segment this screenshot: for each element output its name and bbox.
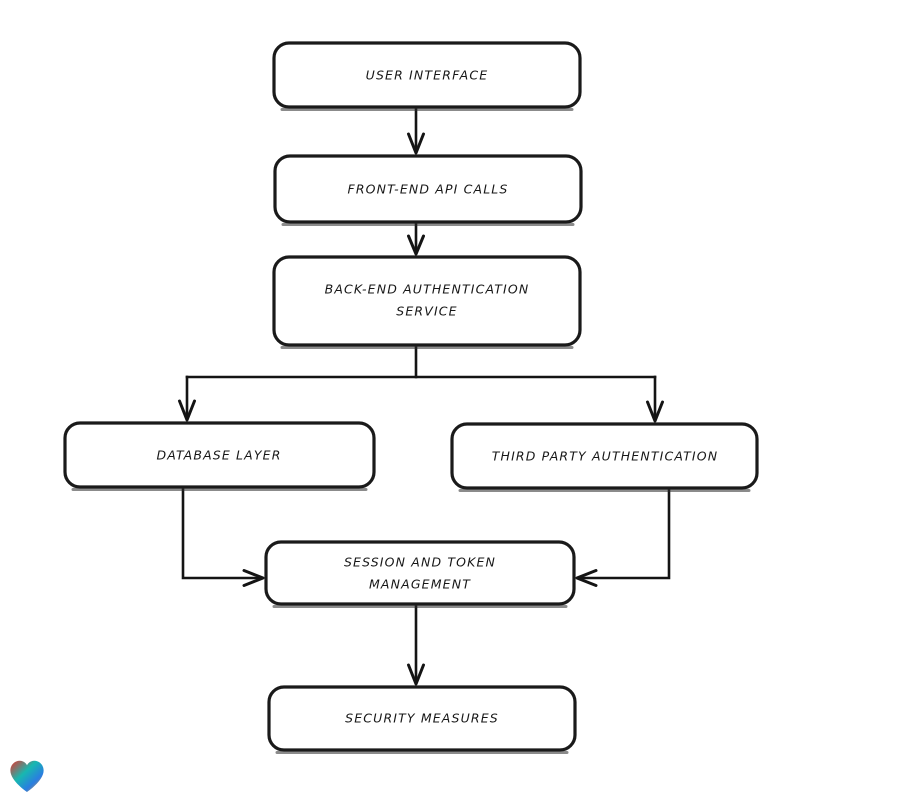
node-back-end-authentication-service[interactable]: BACK-END AUTHENTICATION SERVICE <box>272 255 582 349</box>
node-label-session-and-token-management-line2: MANAGEMENT <box>369 577 471 592</box>
edge-session-to-security <box>407 602 425 686</box>
edge-backend-branch-bus <box>185 343 657 379</box>
edge-backend-to-thirdparty <box>646 375 664 423</box>
edge-ui-to-api <box>407 105 425 155</box>
edge-thirdparty-to-session <box>575 486 671 587</box>
node-label-user-interface: USER INTERFACE <box>366 68 489 83</box>
node-front-end-api-calls[interactable]: FRONT-END API CALLS <box>273 154 583 226</box>
node-user-interface[interactable]: USER INTERFACE <box>272 41 582 111</box>
node-label-back-end-authentication-service-line2: SERVICE <box>396 304 457 319</box>
node-label-third-party-authentication: THIRD PARTY AUTHENTICATION <box>492 449 719 464</box>
edge-api-to-backend <box>407 220 425 256</box>
node-session-and-token-management[interactable]: SESSION AND TOKEN MANAGEMENT <box>264 540 576 608</box>
node-database-layer[interactable]: DATABASE LAYER <box>63 421 376 491</box>
edge-database-to-session <box>181 485 265 587</box>
heart-icon <box>10 760 44 793</box>
node-third-party-authentication[interactable]: THIRD PARTY AUTHENTICATION <box>450 422 759 492</box>
node-label-database-layer: DATABASE LAYER <box>156 448 281 463</box>
node-label-session-and-token-management-line1: SESSION AND TOKEN <box>344 555 496 570</box>
node-label-back-end-authentication-service-line1: BACK-END AUTHENTICATION <box>325 282 530 297</box>
node-label-front-end-api-calls: FRONT-END API CALLS <box>347 182 508 197</box>
edge-backend-to-database <box>178 375 196 422</box>
node-label-security-measures: SECURITY MEASURES <box>345 711 499 726</box>
node-security-measures[interactable]: SECURITY MEASURES <box>267 685 577 754</box>
